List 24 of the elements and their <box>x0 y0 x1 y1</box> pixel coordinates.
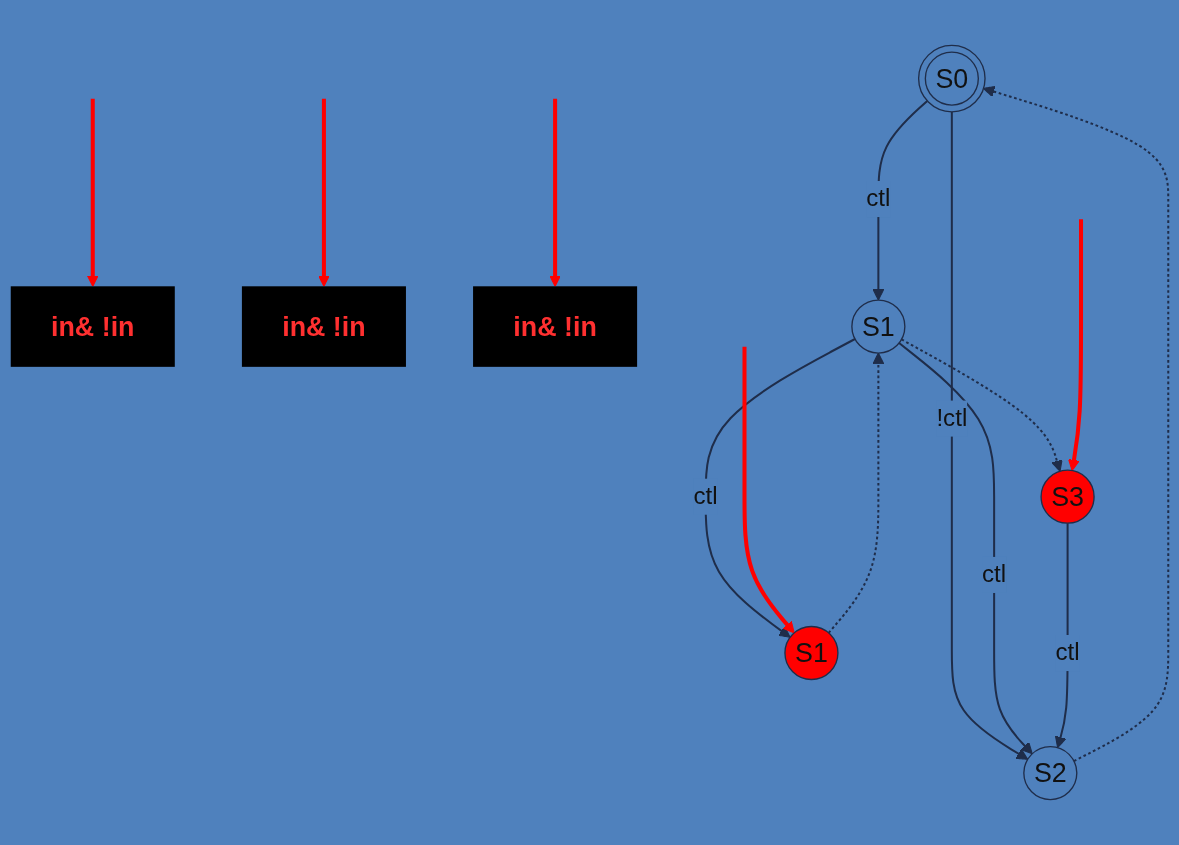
arrow <box>86 98 99 287</box>
edge-label: !ctl <box>936 404 968 432</box>
edge-label: ctl <box>1055 638 1080 666</box>
arrow <box>549 98 561 287</box>
arrow <box>983 85 1170 762</box>
node-circle: S0 <box>917 44 986 113</box>
node-circle: S1 <box>851 299 906 354</box>
node-box: in& !in <box>241 286 406 367</box>
node-box: in& !in <box>10 286 175 367</box>
arrow <box>318 98 330 287</box>
arrow <box>1068 219 1084 472</box>
edge-label: ctl <box>982 560 1007 588</box>
arrow <box>742 346 795 634</box>
node-box: in& !in <box>473 286 638 367</box>
arrow <box>898 342 1033 755</box>
node-circle: S3 <box>1040 469 1095 524</box>
arrow <box>704 338 856 638</box>
arrow <box>901 338 1063 472</box>
arrow <box>827 352 885 634</box>
edge-label: ctl <box>866 184 891 212</box>
edge-label: ctl <box>693 482 718 510</box>
arrow <box>950 111 1029 760</box>
node-circle: S1 <box>784 625 839 681</box>
node-circle: S2 <box>1023 745 1078 801</box>
